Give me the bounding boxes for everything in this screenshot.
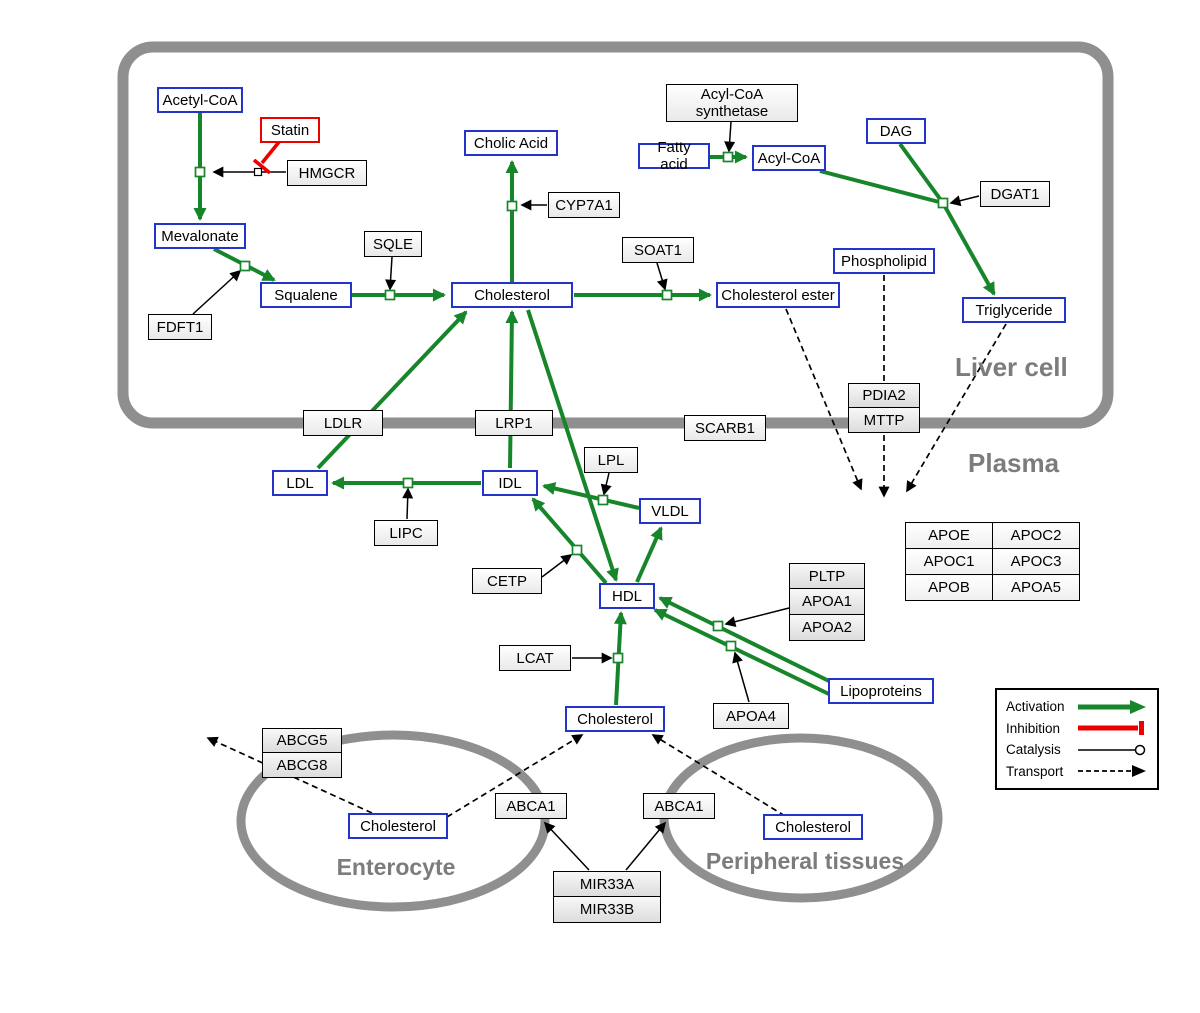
receptor-scarb1[interactable]: SCARB1 xyxy=(684,415,766,441)
node-statin[interactable]: Statin xyxy=(260,117,320,143)
node-hdl[interactable]: HDL xyxy=(599,583,655,609)
node-apoa5[interactable]: APOA5 xyxy=(992,574,1080,601)
enzyme-cetp[interactable]: CETP xyxy=(472,568,542,594)
apolipoprotein-table: APOE APOC2 APOC1 APOC3 APOB APOA5 xyxy=(905,522,1080,601)
node-cholesterol-peripheral[interactable]: Cholesterol xyxy=(763,814,863,840)
enzyme-sqle[interactable]: SQLE xyxy=(364,231,422,257)
node-apoc1[interactable]: APOC1 xyxy=(905,548,993,575)
enzyme-lpl[interactable]: LPL xyxy=(584,447,638,473)
enterocyte-label: Enterocyte xyxy=(336,854,456,880)
legend-transport-row: Transport xyxy=(1006,763,1148,779)
node-pdia2[interactable]: PDIA2 xyxy=(848,383,920,408)
node-apoa1[interactable]: APOA1 xyxy=(789,589,865,615)
enzyme-acyl-coa-synthetase[interactable]: Acyl-CoA synthetase xyxy=(666,84,798,122)
enzyme-dgat1[interactable]: DGAT1 xyxy=(980,181,1050,207)
node-dag[interactable]: DAG xyxy=(866,118,926,144)
node-abcg8[interactable]: ABCG8 xyxy=(262,753,342,778)
node-ldl[interactable]: LDL xyxy=(272,470,328,496)
reaction-nodes xyxy=(194,151,949,664)
transporter-abca1-right[interactable]: ABCA1 xyxy=(643,793,715,819)
peripheral-tissues-label: Peripheral tissues xyxy=(705,848,905,874)
catalysis-edges xyxy=(192,121,980,871)
legend-activation-row: Activation xyxy=(1006,699,1148,715)
node-apoc2[interactable]: APOC2 xyxy=(992,522,1080,549)
pdia2-mttp-group: PDIA2 MTTP xyxy=(848,383,920,433)
legend: Activation Inhibition Catalysis Transpor… xyxy=(995,688,1159,790)
activation-arrow-icon xyxy=(1076,699,1148,715)
enzyme-soat1[interactable]: SOAT1 xyxy=(622,237,694,263)
legend-activation-label: Activation xyxy=(1006,699,1065,715)
liver-cell-label: Liver cell xyxy=(955,352,1068,382)
node-mir33a[interactable]: MIR33A xyxy=(553,871,661,897)
transport-arrow-icon xyxy=(1076,763,1148,779)
node-lipoproteins[interactable]: Lipoproteins xyxy=(828,678,934,704)
node-fatty-acid[interactable]: Fatty acid xyxy=(638,139,710,173)
node-apoe[interactable]: APOE xyxy=(905,522,993,549)
liver-cell-membrane xyxy=(117,41,1114,429)
legend-catalysis-row: Catalysis xyxy=(1006,742,1148,758)
receptor-lrp1[interactable]: LRP1 xyxy=(475,410,553,436)
node-apoa2[interactable]: APOA2 xyxy=(789,615,865,641)
node-cholesterol-plasma[interactable]: Cholesterol xyxy=(565,706,665,732)
node-phospholipid[interactable]: Phospholipid xyxy=(833,248,935,274)
node-acetyl-coa[interactable]: Acetyl-CoA xyxy=(157,87,243,113)
node-apoc3[interactable]: APOC3 xyxy=(992,548,1080,575)
node-apob[interactable]: APOB xyxy=(905,574,993,601)
legend-transport-label: Transport xyxy=(1006,763,1064,779)
node-vldl[interactable]: VLDL xyxy=(639,498,701,524)
enzyme-lipc[interactable]: LIPC xyxy=(374,520,438,546)
node-cholesterol-ester[interactable]: Cholesterol ester xyxy=(716,282,840,308)
node-triglyceride[interactable]: Triglyceride xyxy=(962,297,1066,323)
membranes xyxy=(117,41,1114,912)
plasma-label: Plasma xyxy=(968,448,1060,478)
node-cholesterol-liver[interactable]: Cholesterol xyxy=(451,282,573,308)
inhibition-bar-icon xyxy=(1076,720,1148,736)
node-mevalonate[interactable]: Mevalonate xyxy=(154,223,246,249)
statin-target-node xyxy=(253,167,263,177)
transporter-abca1-left[interactable]: ABCA1 xyxy=(495,793,567,819)
pltp-apoa-group: PLTP APOA1 APOA2 xyxy=(789,563,865,641)
legend-inhibition-row: Inhibition xyxy=(1006,720,1148,736)
node-mttp[interactable]: MTTP xyxy=(848,408,920,433)
receptor-ldlr[interactable]: LDLR xyxy=(303,410,383,436)
node-pltp[interactable]: PLTP xyxy=(789,563,865,589)
enterocyte-membrane xyxy=(236,730,550,912)
node-idl[interactable]: IDL xyxy=(482,470,538,496)
node-squalene[interactable]: Squalene xyxy=(260,282,352,308)
enzyme-lcat[interactable]: LCAT xyxy=(499,645,571,671)
node-cholesterol-enterocyte[interactable]: Cholesterol xyxy=(348,813,448,839)
node-abcg5[interactable]: ABCG5 xyxy=(262,728,342,753)
legend-inhibition-label: Inhibition xyxy=(1006,720,1061,736)
catalysis-circle-icon xyxy=(1076,742,1148,758)
enzyme-fdft1[interactable]: FDFT1 xyxy=(148,314,212,340)
enzyme-cyp7a1[interactable]: CYP7A1 xyxy=(548,192,620,218)
node-mir33b[interactable]: MIR33B xyxy=(553,897,661,923)
legend-catalysis-label: Catalysis xyxy=(1006,742,1061,758)
enzyme-hmgcr[interactable]: HMGCR xyxy=(287,160,367,186)
node-apoa4[interactable]: APOA4 xyxy=(713,703,789,729)
node-acyl-coa[interactable]: Acyl-CoA xyxy=(752,145,826,171)
mir33-group: MIR33A MIR33B xyxy=(553,871,661,923)
inhibition-edge-statin xyxy=(252,140,281,175)
abcg5-abcg8-group: ABCG5 ABCG8 xyxy=(262,728,342,778)
node-cholic-acid[interactable]: Cholic Acid xyxy=(464,130,558,156)
